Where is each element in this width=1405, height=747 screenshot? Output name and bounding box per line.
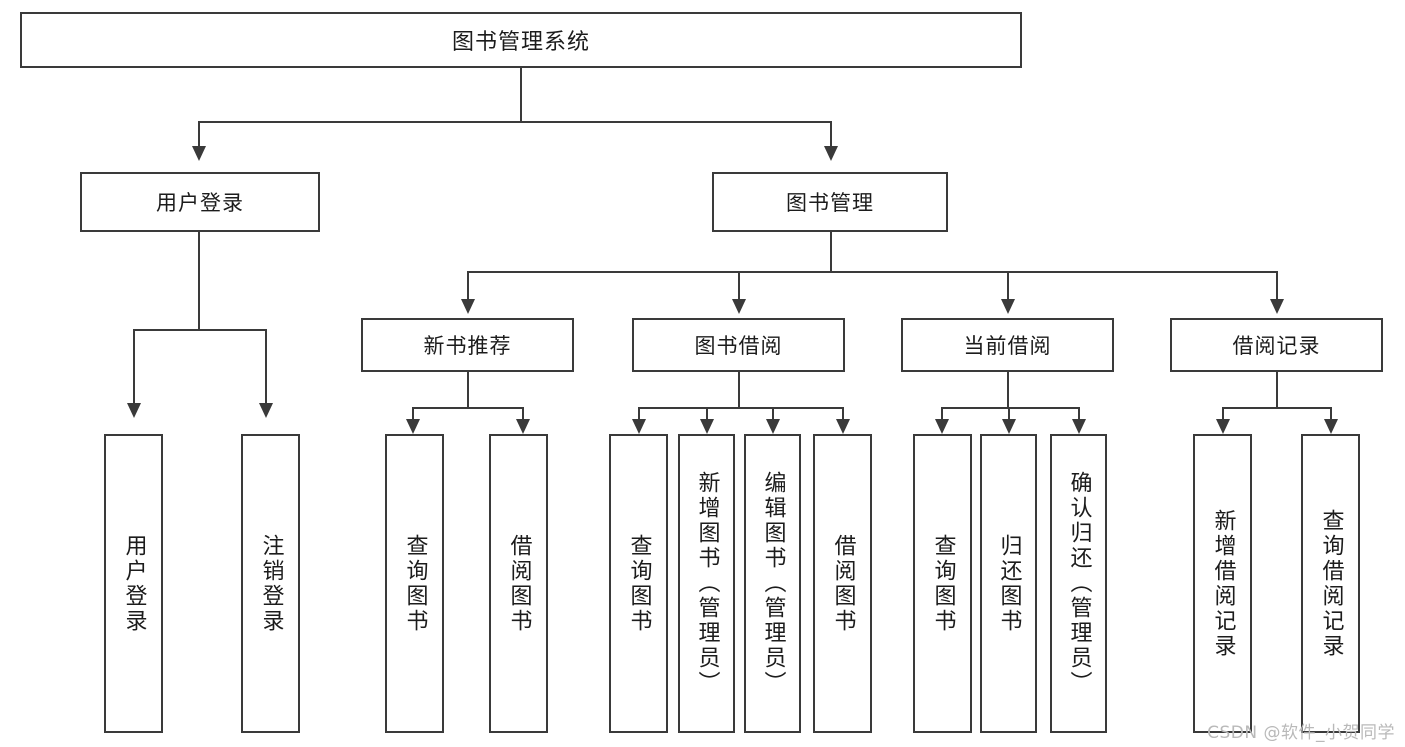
edge-borrow-to-borrowbook <box>842 407 844 421</box>
node-leaf-borrow-book-2-label: 借阅图书 <box>830 533 856 634</box>
edge-book-manage-bus <box>467 271 1278 273</box>
csdn-watermark: CSDN @软件_小贺同学 <box>1207 723 1395 743</box>
edge-root-stem <box>520 68 522 122</box>
node-leaf-borrow-book-2[interactable]: 借阅图书 <box>813 434 872 733</box>
node-new-book-recommend[interactable]: 新书推荐 <box>361 318 574 372</box>
edge-user-login-to-leaf-logout <box>265 329 267 405</box>
arrowhead-user-login-to-leaf-logout <box>259 403 273 418</box>
edge-record-bus <box>1222 407 1332 409</box>
edge-user-login-stem <box>198 232 200 330</box>
arrowhead-borrow-to-edit <box>766 419 780 434</box>
node-borrow-record-label: 借阅记录 <box>1232 334 1321 358</box>
node-user-login[interactable]: 用户登录 <box>80 172 320 232</box>
arrowhead-current-to-query <box>935 419 949 434</box>
edge-user-login-to-leaf-login <box>133 329 135 405</box>
node-book-borrow-label: 图书借阅 <box>694 334 783 358</box>
edge-root-bus <box>198 121 832 123</box>
edge-current-stem <box>1007 372 1009 408</box>
node-leaf-add-book-label: 新增图书（管理员） <box>694 471 720 696</box>
node-leaf-query-book-3[interactable]: 查询图书 <box>913 434 972 733</box>
node-current-borrow-label: 当前借阅 <box>963 334 1052 358</box>
edge-recommend-bus <box>412 407 524 409</box>
node-book-manage[interactable]: 图书管理 <box>712 172 948 232</box>
node-leaf-add-book[interactable]: 新增图书（管理员） <box>678 434 735 733</box>
arrowhead-user-login-to-leaf-login <box>127 403 141 418</box>
edge-user-login-bus <box>133 329 265 331</box>
arrowhead-borrow-to-borrowbook <box>836 419 850 434</box>
node-new-book-recommend-label: 新书推荐 <box>423 334 512 358</box>
node-leaf-add-record-label: 新增借阅记录 <box>1210 508 1236 659</box>
node-leaf-query-book-2-label: 查询图书 <box>626 533 652 634</box>
arrowhead-book-manage-to-current <box>1001 299 1015 314</box>
arrowhead-root-to-user-login <box>192 146 206 161</box>
node-leaf-edit-book[interactable]: 编辑图书（管理员） <box>744 434 801 733</box>
edge-root-to-user-login <box>198 121 200 149</box>
node-leaf-user-login-label: 用户登录 <box>121 533 147 634</box>
arrowhead-book-manage-to-recommend <box>461 299 475 314</box>
node-leaf-confirm-return-label: 确认归还（管理员） <box>1066 471 1092 696</box>
node-leaf-add-record[interactable]: 新增借阅记录 <box>1193 434 1252 733</box>
edge-current-to-confirm <box>1078 407 1080 421</box>
edge-borrow-stem <box>738 372 740 408</box>
node-leaf-borrow-book-1[interactable]: 借阅图书 <box>489 434 548 733</box>
edge-book-manage-to-record <box>1276 271 1278 301</box>
arrowhead-book-manage-to-record <box>1270 299 1284 314</box>
node-root-label: 图书管理系统 <box>451 30 590 55</box>
node-borrow-record[interactable]: 借阅记录 <box>1170 318 1383 372</box>
edge-recommend-to-query <box>412 407 414 421</box>
node-leaf-user-logout[interactable]: 注销登录 <box>241 434 300 733</box>
node-leaf-query-book-2[interactable]: 查询图书 <box>609 434 668 733</box>
edge-borrow-to-edit <box>772 407 774 421</box>
edge-root-to-book-manage <box>830 121 832 149</box>
arrowhead-recommend-to-query <box>406 419 420 434</box>
arrowhead-root-to-book-manage <box>824 146 838 161</box>
edge-record-stem <box>1276 372 1278 408</box>
arrowhead-borrow-to-query <box>632 419 646 434</box>
arrowhead-record-to-add <box>1216 419 1230 434</box>
arrowhead-recommend-to-borrow <box>516 419 530 434</box>
edge-book-manage-to-recommend <box>467 271 469 301</box>
edge-book-manage-stem <box>830 232 832 272</box>
arrowhead-borrow-to-add <box>700 419 714 434</box>
node-leaf-return-book[interactable]: 归还图书 <box>980 434 1037 733</box>
edge-recommend-to-borrow <box>522 407 524 421</box>
node-leaf-confirm-return[interactable]: 确认归还（管理员） <box>1050 434 1107 733</box>
node-current-borrow[interactable]: 当前借阅 <box>901 318 1114 372</box>
edge-current-bus <box>941 407 1080 409</box>
node-leaf-return-book-label: 归还图书 <box>996 533 1022 634</box>
edge-borrow-bus <box>638 407 844 409</box>
edge-current-to-return <box>1008 407 1010 421</box>
node-leaf-edit-book-label: 编辑图书（管理员） <box>760 471 786 696</box>
edge-current-to-query <box>941 407 943 421</box>
edge-book-manage-to-borrow <box>738 271 740 301</box>
edge-book-manage-to-current <box>1007 271 1009 301</box>
node-leaf-query-book-3-label: 查询图书 <box>930 533 956 634</box>
edge-borrow-to-add <box>706 407 708 421</box>
node-leaf-user-logout-label: 注销登录 <box>258 533 284 634</box>
node-leaf-query-book-1-label: 查询图书 <box>402 533 428 634</box>
node-leaf-query-record-label: 查询借阅记录 <box>1318 508 1344 659</box>
arrowhead-current-to-confirm <box>1072 419 1086 434</box>
edge-borrow-to-query <box>638 407 640 421</box>
edge-recommend-stem <box>467 372 469 408</box>
edge-record-to-add <box>1222 407 1224 421</box>
arrowhead-book-manage-to-borrow <box>732 299 746 314</box>
node-leaf-borrow-book-1-label: 借阅图书 <box>506 533 532 634</box>
node-root[interactable]: 图书管理系统 <box>20 12 1022 68</box>
arrowhead-current-to-return <box>1002 419 1016 434</box>
node-book-borrow[interactable]: 图书借阅 <box>632 318 845 372</box>
node-leaf-user-login[interactable]: 用户登录 <box>104 434 163 733</box>
arrowhead-record-to-query <box>1324 419 1338 434</box>
node-leaf-query-record[interactable]: 查询借阅记录 <box>1301 434 1360 733</box>
node-book-manage-label: 图书管理 <box>786 191 874 215</box>
node-user-login-label: 用户登录 <box>156 191 244 215</box>
node-leaf-query-book-1[interactable]: 查询图书 <box>385 434 444 733</box>
edge-record-to-query <box>1330 407 1332 421</box>
